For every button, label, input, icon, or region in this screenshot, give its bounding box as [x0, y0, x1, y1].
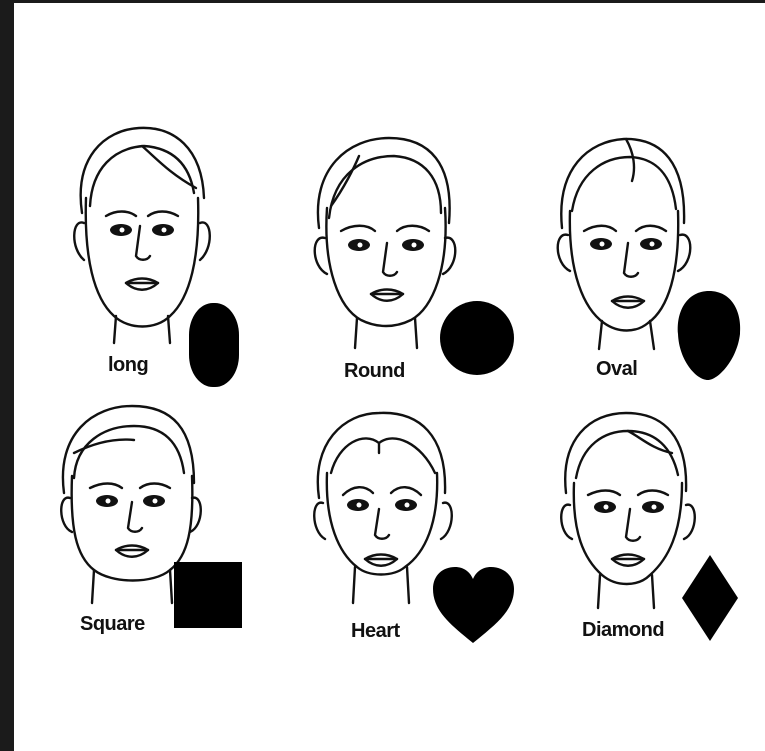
square-shape-icon: [172, 560, 244, 630]
face-illustration-round: [299, 128, 539, 428]
face-label-square: Square: [80, 613, 145, 636]
heart-shape-icon: [431, 565, 516, 645]
face-label-long: long: [108, 354, 148, 377]
face-card-diamond: Diamond: [554, 403, 765, 703]
circle-shape-icon: [437, 298, 517, 378]
face-illustration-square: [54, 398, 294, 698]
diamond-shape-icon: [680, 553, 740, 643]
face-card-square: Square: [54, 398, 294, 698]
face-card-long: long: [44, 118, 284, 418]
face-card-oval: Oval: [544, 123, 765, 423]
face-shapes-diagram: long: [14, 3, 765, 751]
face-illustration-heart: [309, 403, 549, 703]
long-oval-shape-icon: [184, 300, 244, 390]
face-card-heart: Heart: [309, 403, 549, 703]
face-label-oval: Oval: [596, 358, 637, 381]
face-label-diamond: Diamond: [582, 619, 664, 642]
face-card-round: Round: [299, 128, 539, 428]
egg-shape-icon: [674, 288, 744, 383]
face-label-heart: Heart: [351, 620, 400, 643]
face-illustration-long: [44, 118, 284, 418]
face-label-round: Round: [344, 360, 405, 383]
